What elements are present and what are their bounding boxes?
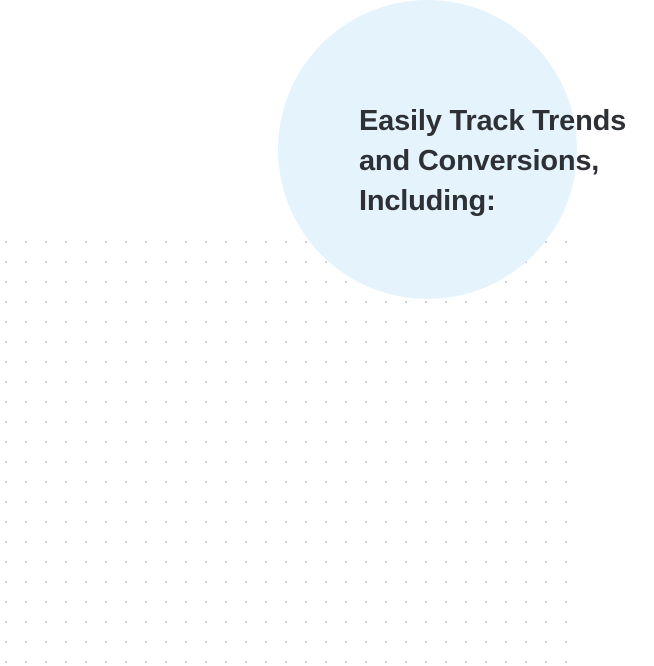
section-heading: Easily Track Trends and Conversions, Inc… — [359, 101, 654, 221]
heading-line-1: Easily Track Trends — [359, 105, 627, 137]
dot-grid-pattern — [0, 232, 575, 666]
heading-line-2: and Conversions, — [359, 145, 600, 177]
decorative-circle — [278, 0, 577, 299]
heading-line-3: Including: — [359, 185, 496, 217]
